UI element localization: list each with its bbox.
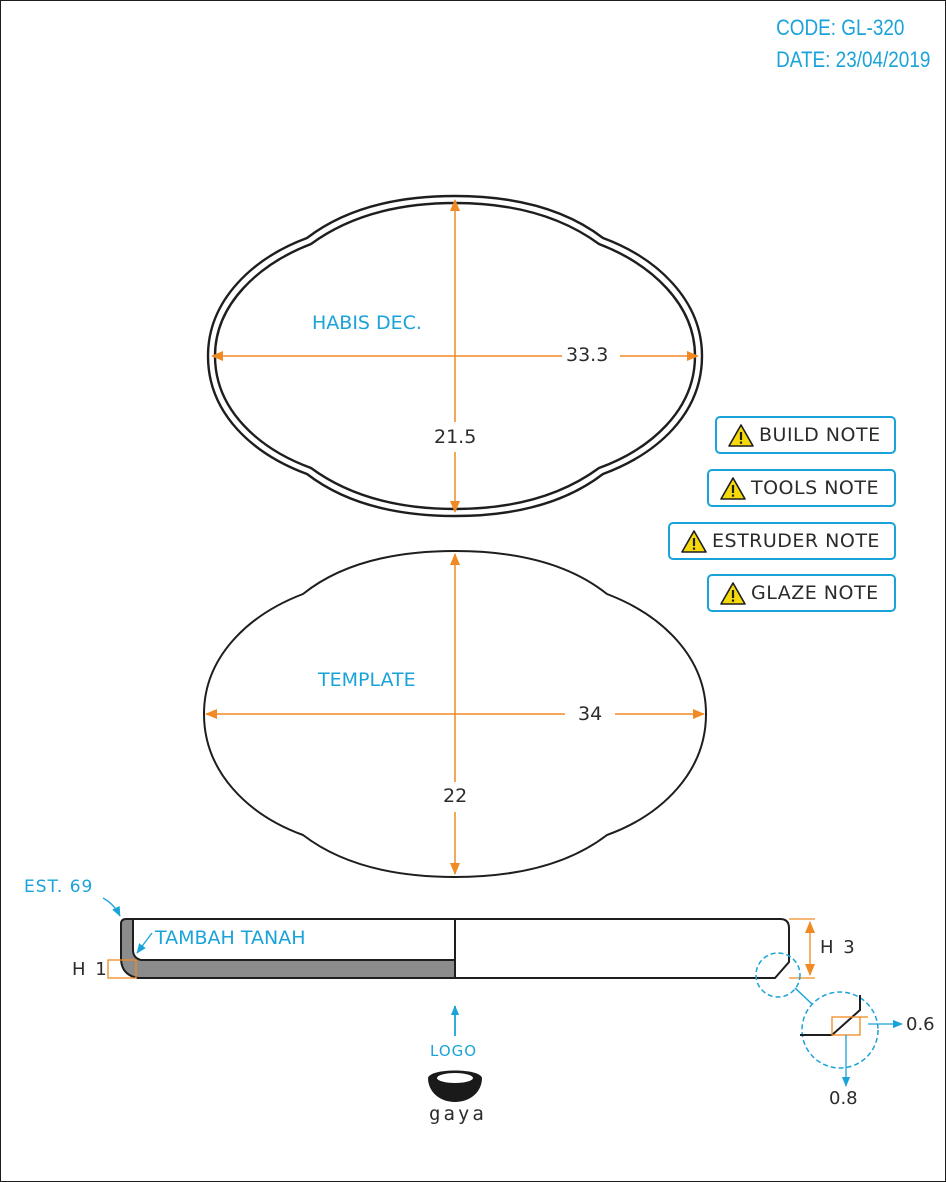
habis-dec-height-value: 21.5	[434, 426, 477, 448]
glaze-note-label: GLAZE NOTE	[751, 582, 879, 604]
header-block: CODE: GL-320 DATE: 23/04/2019	[776, 12, 930, 76]
detail-horizontal-value: 0.6	[906, 1014, 935, 1035]
template-dimensions	[205, 553, 705, 875]
template-label: TEMPLATE	[318, 669, 416, 691]
est-label: EST. 69	[24, 877, 94, 897]
estruder-note-label: ESTRUDER NOTE	[712, 530, 880, 552]
warning-icon	[728, 423, 754, 447]
glaze-note-button[interactable]: GLAZE NOTE	[707, 574, 896, 612]
build-note-button[interactable]: BUILD NOTE	[715, 416, 896, 454]
warning-icon	[720, 581, 746, 605]
template-width-value: 34	[578, 703, 603, 725]
detail-vertical-value: 0.8	[829, 1088, 858, 1109]
template-height-value: 22	[443, 785, 468, 807]
brand-name: gaya	[429, 1103, 487, 1125]
habis-dec-dimensions	[211, 199, 699, 513]
profile-dimensions	[107, 918, 815, 979]
build-note-label: BUILD NOTE	[759, 424, 881, 446]
h1-label: H 1	[72, 959, 109, 980]
detail-callout	[755, 952, 879, 1069]
tambah-tanah-label: TAMBAH TANAH	[155, 927, 306, 949]
habis-dec-width-value: 33.3	[566, 344, 609, 366]
estruder-note-button[interactable]: ESTRUDER NOTE	[668, 522, 896, 560]
h3-label: H 3	[820, 937, 857, 958]
product-code: CODE: GL-320	[775, 15, 905, 40]
habis-dec-label: HABIS DEC.	[312, 312, 422, 334]
warning-icon	[720, 476, 746, 500]
template-outline	[202, 549, 708, 879]
tools-note-label: TOOLS NOTE	[751, 477, 879, 499]
warning-icon	[681, 529, 707, 553]
tools-note-button[interactable]: TOOLS NOTE	[707, 469, 896, 507]
logo-caption: LOGO	[430, 1042, 478, 1060]
profile-leaders	[102, 897, 153, 954]
drawing-date: DATE: 23/04/2019	[775, 47, 930, 72]
detail-geometry	[800, 995, 861, 1036]
gaya-logo-mark	[428, 1070, 482, 1102]
detail-leaders	[841, 1019, 903, 1087]
profile-section	[120, 918, 790, 979]
